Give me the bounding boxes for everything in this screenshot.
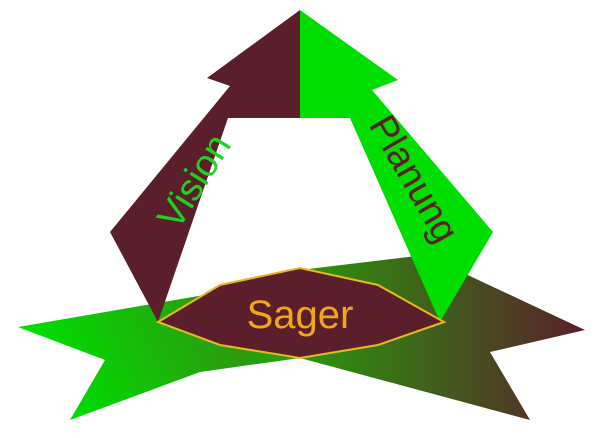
sager-diamond: [155, 266, 447, 360]
planung-arrow: [300, 10, 493, 322]
vision-arrow: [110, 10, 300, 322]
sager-label: Sager: [247, 293, 354, 337]
